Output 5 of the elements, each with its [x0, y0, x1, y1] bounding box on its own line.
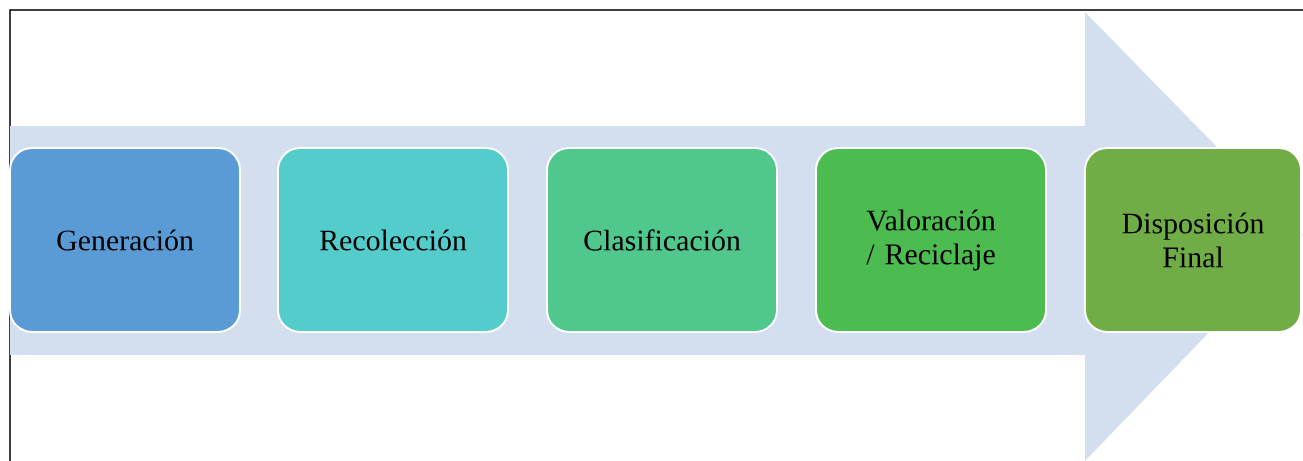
- process-box: Recolección: [277, 147, 509, 333]
- process-box: Clasificación: [546, 147, 778, 333]
- process-box: Generación: [9, 147, 241, 333]
- process-box: Disposición Final: [1084, 147, 1302, 333]
- process-box: Valoración / Reciclaje: [815, 147, 1047, 333]
